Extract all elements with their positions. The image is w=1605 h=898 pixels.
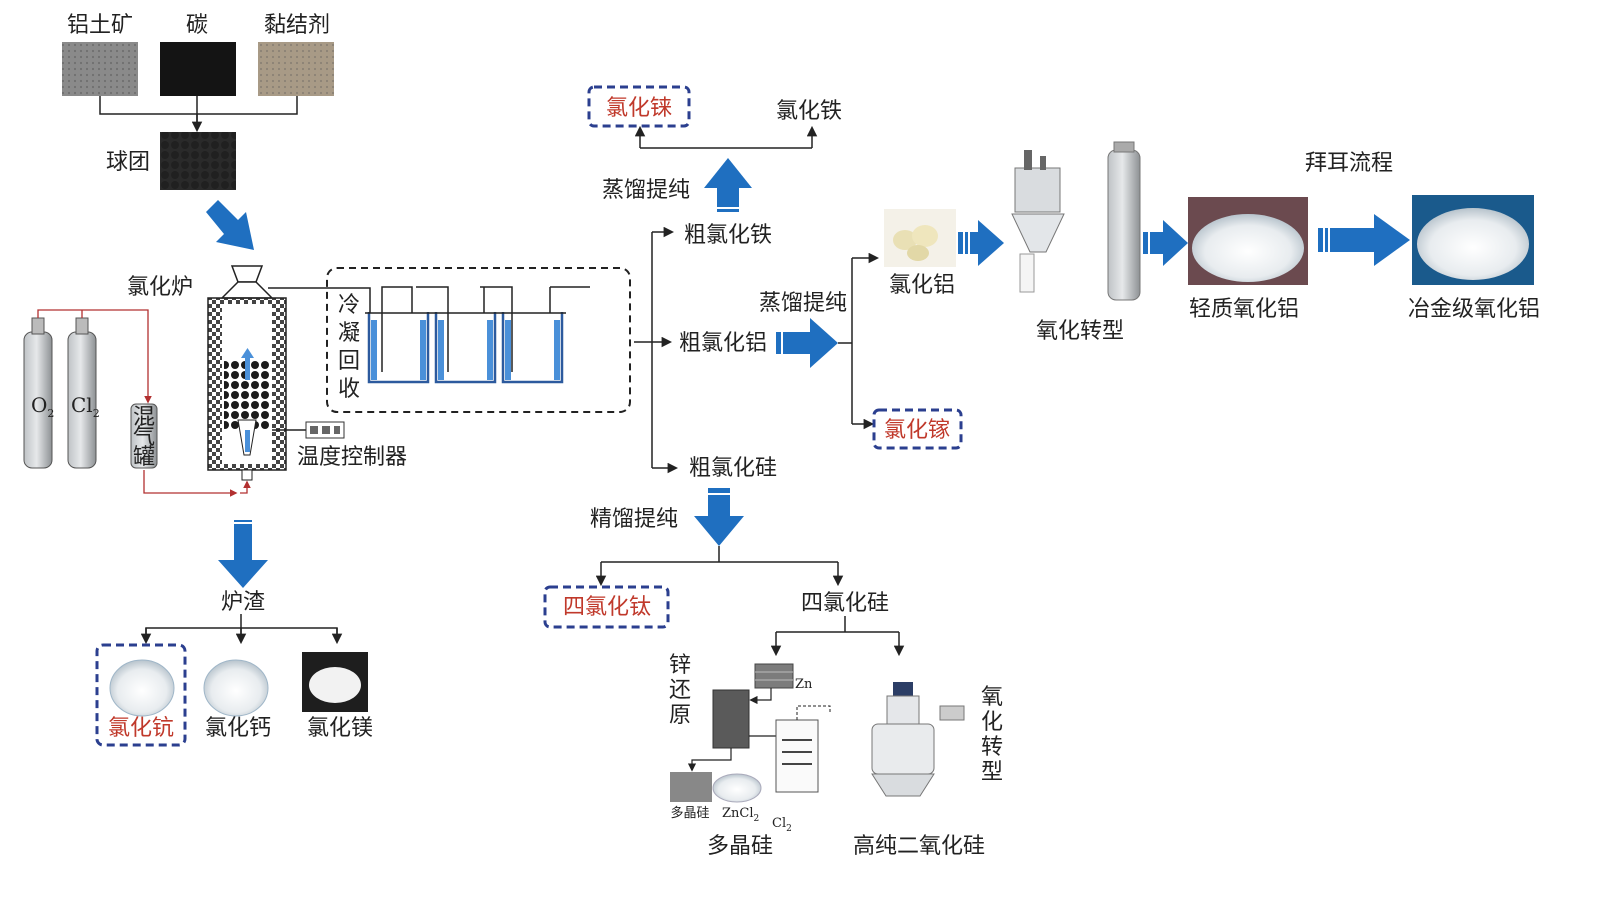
silicon-tetrachloride-label: 四氯化硅 <box>801 591 889 616</box>
scandium-chloride-image <box>109 659 175 717</box>
aluminum-chloride-label: 氯化铝 <box>889 273 955 298</box>
condense-char-4: 收 <box>338 377 360 402</box>
cl2-small-label: Cl2 <box>772 816 792 834</box>
to-light-alumina-arrow <box>1163 220 1188 266</box>
condense-char-2: 凝 <box>338 321 360 346</box>
titanium-highlight-box <box>543 585 670 629</box>
scandium-chloride-label: 氯化钪 <box>108 716 174 741</box>
binder-label: 黏结剂 <box>264 13 330 38</box>
slag-section: 炉渣 氯化钪 氯化钙 氯化镁 <box>95 520 373 747</box>
pellet-label: 球团 <box>106 150 150 175</box>
to-oxidation-arrow <box>978 220 1004 266</box>
aluminum-purify-arrow <box>810 318 838 368</box>
polysilicon-small-image <box>670 772 712 802</box>
rhenium-highlight-box <box>587 85 691 128</box>
calcium-chloride-label: 氯化钙 <box>205 716 271 741</box>
oxidation-reactor <box>1011 141 1141 301</box>
bayer-arrow <box>1374 214 1410 266</box>
zncl2-label: ZnCl2 <box>722 806 759 824</box>
polysilicon-small-label: 多晶硅 <box>670 805 709 821</box>
rhenium-chloride-label: 氯化铼 <box>606 96 672 121</box>
bauxite-label: 铝土矿 <box>67 13 133 38</box>
high-purity-silica-label: 高纯二氧化硅 <box>853 834 985 859</box>
metallurgical-alumina-label: 冶金级氧化铝 <box>1408 297 1540 322</box>
crude-iron-chloride-label: 粗氯化铁 <box>684 223 772 248</box>
mixer-char-2: 气 <box>133 425 155 450</box>
crude-aluminum-chloride-label: 粗氯化铝 <box>679 331 767 356</box>
mixer-char-1: 混 <box>133 405 155 430</box>
zinc-image <box>754 663 794 689</box>
iron-branch: 粗氯化铁 蒸馏提纯 氯化铼 氯化铁 <box>587 85 842 248</box>
raw-materials: 铝土矿 碳 黏结剂 球团 <box>62 13 334 190</box>
chlorination-furnace: 氯化炉 温度控制器 <box>127 265 407 481</box>
crude-silicon-chloride-label: 粗氯化硅 <box>689 456 777 481</box>
bayer-process-label: 拜耳流程 <box>1305 151 1393 176</box>
cl2-label: Cl2 <box>71 393 100 420</box>
silicon-branch: 粗氯化硅 精馏提纯 四氯化钛 四氯化硅 锌 还 原 Zn 多晶硅 ZnCl2 C… <box>543 456 1003 859</box>
slag-label: 炉渣 <box>221 590 265 615</box>
zinc-reduction-char-3: 原 <box>669 703 691 728</box>
silica-oxidation-char-3: 转 <box>981 735 1003 760</box>
condensation-unit: 冷 凝 回 收 <box>326 267 631 413</box>
furnace-label: 氯化炉 <box>127 275 193 300</box>
temp-controller-label: 温度控制器 <box>297 445 407 470</box>
condenser-dashed-box <box>326 267 631 413</box>
carbon-label: 碳 <box>186 13 208 38</box>
o2-label: O2 <box>31 393 54 420</box>
slag-down-arrow <box>218 560 268 588</box>
polysilicon-label: 多晶硅 <box>707 834 773 859</box>
iron-chloride-label: 氯化铁 <box>776 99 842 124</box>
gas-supply: O2 Cl2 混 气 罐 <box>23 309 251 497</box>
mixer-char-3: 罐 <box>133 445 155 470</box>
gallium-chloride-label: 氯化镓 <box>884 418 950 443</box>
iron-purify-arrow <box>704 158 752 188</box>
main-splitter <box>634 226 679 474</box>
silica-oxidation-char-2: 化 <box>981 710 1003 735</box>
condense-char-1: 冷 <box>338 293 360 318</box>
pellet-to-furnace-arrow <box>206 200 254 250</box>
condense-char-3: 回 <box>338 349 360 374</box>
calcium-chloride-image <box>203 659 269 717</box>
carbon-image <box>160 42 236 96</box>
rectify-label: 精馏提纯 <box>590 507 678 532</box>
reduction-furnace <box>712 689 750 749</box>
magnesium-chloride-label: 氯化镁 <box>307 716 373 741</box>
silica-reactor <box>871 682 965 797</box>
zinc-reduction-char-1: 锌 <box>669 653 691 678</box>
aluminum-purify-label: 蒸馏提纯 <box>759 291 847 316</box>
rectify-arrow <box>694 516 744 546</box>
gallium-highlight-box <box>872 408 963 450</box>
light-alumina-label: 轻质氧化铝 <box>1189 297 1299 322</box>
aluminum-branch: 粗氯化铝 蒸馏提纯 氯化镓 氯化铝 氧化转型 <box>679 141 1540 450</box>
electrolysis-cell <box>775 719 819 793</box>
zn-label: Zn <box>795 677 813 692</box>
silica-oxidation-char-4: 型 <box>981 760 1003 785</box>
silica-oxidation-char-1: 氧 <box>981 685 1003 710</box>
iron-purify-label: 蒸馏提纯 <box>602 178 690 203</box>
gas-mixer <box>130 403 158 469</box>
zncl2-image <box>712 773 762 803</box>
oxidation-label: 氧化转型 <box>1036 319 1124 344</box>
titanium-tetrachloride-label: 四氯化钛 <box>563 595 651 620</box>
zinc-reduction-char-2: 还 <box>669 678 691 703</box>
